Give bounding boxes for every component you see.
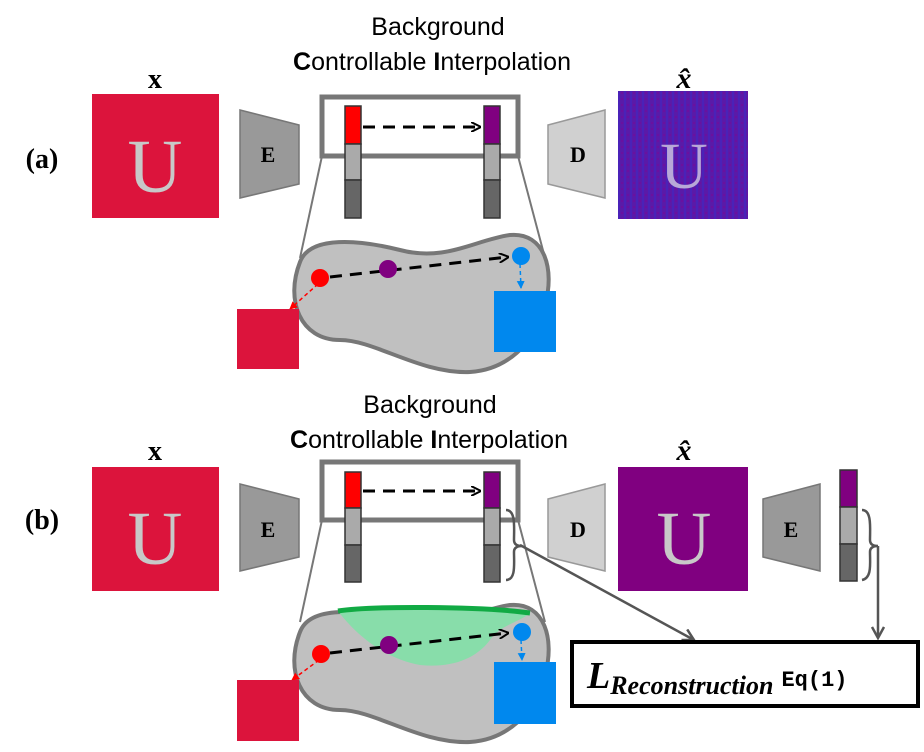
panel-a-output-label: x̂ [676,62,692,95]
decoder-b [547,483,606,572]
input-image-a [92,94,219,218]
encoder-b2 [762,483,821,572]
input-image-b [92,467,219,591]
loss-box [570,640,920,708]
output-letter-a: U [660,130,708,203]
panel-b-label: (b) [25,505,59,536]
encoder-b-label: E [261,517,276,542]
panel-b-output-label: x̂ [676,434,692,467]
title-b-line1: Background [363,391,496,419]
source-bg-b [237,680,299,741]
decoder-a-label: D [570,142,586,167]
output-image-b [618,467,748,591]
latent-box-a [319,94,521,159]
panel-a-input-label: x [148,64,162,95]
decoder-b-label: D [570,517,586,542]
title-b-line2: Controllable Interpolation [290,426,568,454]
panel-a: (a) x U E D x̂ U [26,62,748,375]
panel-b-input-label: x [148,436,162,467]
target-bg-b [494,662,556,724]
source-bg-a [237,309,299,369]
encoder-b2-label: E [784,517,799,542]
encoder-b [239,483,300,572]
output-letter-b: U [657,497,712,581]
title-a-line1: Background [371,13,504,41]
title-a: Background Controllable Interpolation [293,13,571,76]
target-bg-a [494,291,556,352]
decoder-a [547,109,606,199]
output-image-a [618,91,748,219]
panel-b: (b) x U E D x̂ U E [25,434,920,745]
input-letter-b: U [128,497,183,581]
panel-a-label: (a) [26,144,59,175]
latent-box-b [319,459,521,523]
title-b: Background Controllable Interpolation [290,391,568,454]
title-a-line2: Controllable Interpolation [293,48,571,76]
encoder-a-label: E [261,142,276,167]
input-letter-a: U [128,125,183,209]
encoder-a [239,109,300,199]
